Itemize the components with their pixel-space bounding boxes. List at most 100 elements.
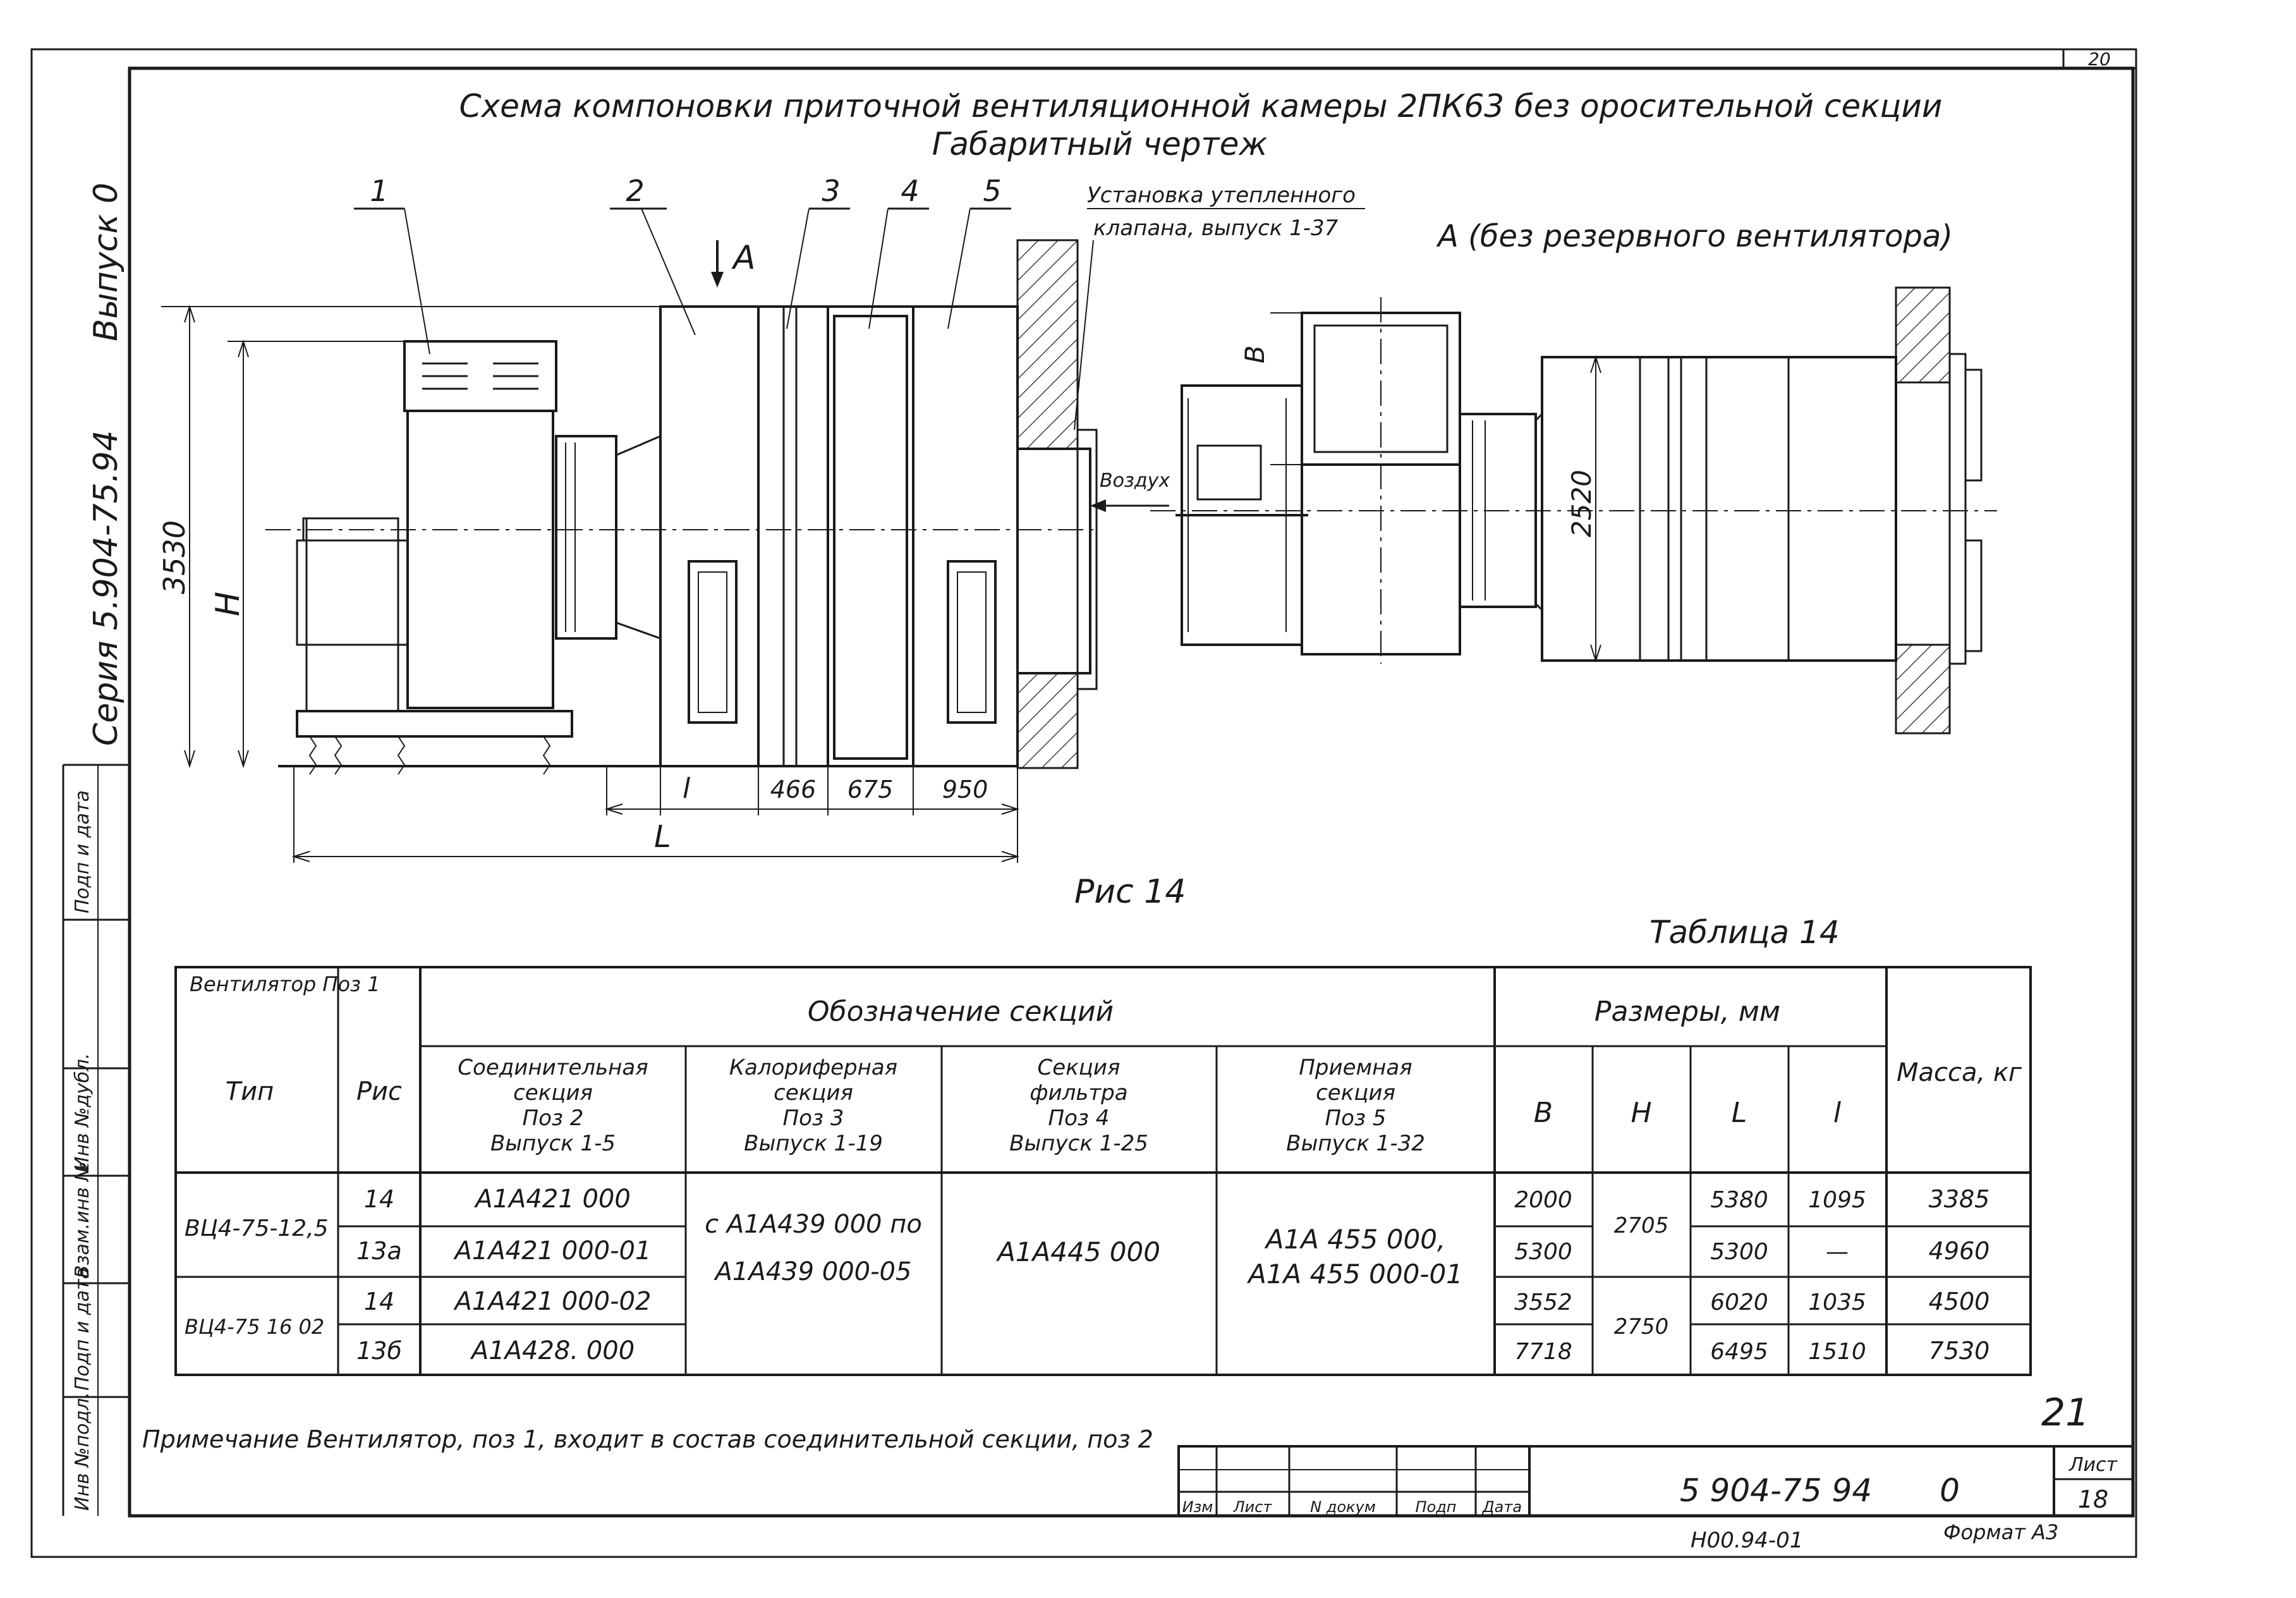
row2-fig: 13а: [356, 1237, 402, 1265]
format-label: Формат А3: [1943, 1520, 2058, 1544]
hdr-sec2-l1: Соединительная: [458, 1055, 648, 1080]
row3-l: 1035: [1808, 1290, 1866, 1315]
row4-B: 7718: [1514, 1339, 1572, 1365]
row2-B: 5300: [1514, 1239, 1572, 1265]
left-stamp-strip: Инв №подл. Подп и дата Взам.инв № Инв №д…: [62, 764, 130, 1516]
hdr-sec3-l3: Поз 3: [783, 1106, 844, 1131]
sheet-number-top: 20: [2088, 49, 2111, 70]
stamp-vzam-inv: Взам.инв №: [71, 1161, 94, 1278]
row3-sec2: А1А421 000-02: [453, 1287, 652, 1316]
series-label: Серия 5.904-75.94: [87, 430, 125, 746]
hdr-sec3-l2: секция: [774, 1080, 853, 1106]
row2-l: —: [1826, 1239, 1849, 1265]
view-a-wall-lower: [1895, 643, 1951, 735]
hdr-sec2-l4: Выпуск 1-5: [490, 1131, 616, 1156]
tb-col-ndokum: N докум: [1310, 1498, 1376, 1516]
hdr-sec4-l3: Поз 4: [1048, 1106, 1110, 1131]
dim-950: 950: [942, 776, 988, 803]
hdr-sec4-l4: Выпуск 1-25: [1009, 1131, 1148, 1156]
hdr-sec2-l2: секция: [513, 1080, 593, 1106]
hdr-sec5-l4: Выпуск 1-32: [1286, 1131, 1425, 1156]
tb-sheet-no: 18: [2078, 1485, 2108, 1513]
view-a: Воздух 2520 B: [1090, 286, 1997, 735]
note-text: Примечание Вентилятор, поз 1, входит в с…: [142, 1425, 1153, 1453]
hdr-sec5-l1: Приемная: [1299, 1055, 1412, 1080]
hdr-sec3-l1: Калориферная: [729, 1055, 897, 1080]
hdr-B: B: [1534, 1097, 1553, 1129]
sec4-value: А1А445 000: [995, 1236, 1160, 1267]
dim-l: l: [683, 772, 691, 805]
tb-col-data: Дата: [1482, 1498, 1522, 1516]
dim-H: H: [209, 592, 247, 616]
pos-label-1: 1: [370, 174, 388, 208]
view-a-title: А (без резервного вентилятора): [1436, 219, 1953, 254]
dim-466: 466: [770, 776, 817, 803]
hdr-sec5-l3: Поз 5: [1325, 1106, 1387, 1131]
inner-frame: [128, 66, 2135, 1518]
hdr-sec4-l1: Секция: [1038, 1055, 1121, 1080]
row4-L: 6495: [1710, 1339, 1768, 1365]
tb-col-podp: Подп: [1415, 1498, 1456, 1516]
row1-l: 1095: [1808, 1187, 1866, 1213]
inv-code: Н00.94-01: [1691, 1528, 1803, 1553]
valve-note-line1: Установка утепленного: [1087, 183, 1356, 208]
drawing-title: Схема компоновки приточной вентиляционно…: [459, 88, 1943, 125]
view-a-wall-upper: [1895, 286, 1951, 384]
tb-col-izm: Изм: [1182, 1498, 1213, 1516]
hdr-sec4-l2: фильтра: [1030, 1080, 1127, 1106]
fan-base-frame: [296, 710, 573, 738]
hdr-fig: Рис: [356, 1077, 402, 1106]
wall-lower: [1016, 672, 1079, 769]
hdr-sec5-l2: секция: [1316, 1080, 1395, 1106]
row4-mass: 7530: [1929, 1337, 1990, 1365]
stamp-inv-dubl: Инв №дубл.: [71, 1053, 94, 1171]
hdr-designation: Обозначение секций: [808, 996, 1114, 1028]
tb-issue: 0: [1940, 1472, 1960, 1509]
fan-inlet: [555, 435, 617, 640]
hdr-mass: Масса, кг: [1897, 1058, 2022, 1087]
pos-label-5: 5: [983, 174, 1001, 208]
hdr-L: L: [1732, 1097, 1747, 1129]
row1-mass: 3385: [1929, 1185, 1990, 1213]
dim-B: B: [1239, 345, 1270, 363]
view-arrow-a: А: [731, 239, 756, 277]
dim-3530: 3530: [157, 520, 191, 594]
spec-table: Вентилятор Поз 1 Тип Рис Обозначение сек…: [174, 966, 2032, 1376]
row3-fig: 14: [364, 1288, 394, 1315]
pos-label-2: 2: [626, 174, 644, 208]
sec3-range-l1: с А1А439 000 по: [705, 1210, 922, 1239]
fan-type-1: ВЦ4-75-12,5: [185, 1216, 329, 1241]
sec5-value-l2: А1А 455 000-01: [1246, 1259, 1463, 1290]
hdr-l: l: [1833, 1097, 1842, 1129]
stamp-inv-podl: Инв №подл.: [71, 1392, 94, 1511]
handwritten-number: 21: [2041, 1391, 2089, 1435]
top-sheet-box: [2062, 48, 2137, 70]
row4-l: 1510: [1808, 1339, 1866, 1365]
stamp-podp-data-1: Подп и дата: [71, 1267, 94, 1391]
access-door-2: [688, 560, 738, 724]
valve-frame: [1016, 448, 1091, 674]
dim-675: 675: [847, 776, 894, 803]
hdr-sizes: Размеры, мм: [1594, 996, 1780, 1028]
sections-body: [659, 305, 1019, 767]
hdr-fan: Вентилятор Поз 1: [190, 972, 380, 996]
vypusk-label: Выпуск 0: [87, 183, 125, 341]
pos-label-4: 4: [901, 174, 919, 208]
row1-fig: 14: [364, 1185, 394, 1213]
row3-L: 6020: [1710, 1290, 1768, 1315]
row1-sec2: А1А421 000: [473, 1185, 631, 1214]
drawing-subtitle: Габаритный чертеж: [932, 126, 1268, 162]
valve-note-line2: клапана, выпуск 1-37: [1093, 216, 1339, 241]
table-caption: Таблица 14: [1649, 914, 1840, 951]
fan-type-2: ВЦ4-75 16 02: [185, 1315, 324, 1339]
row3-B: 3552: [1514, 1290, 1572, 1315]
sec3-range-l2: А1А439 000-05: [714, 1257, 912, 1286]
H-value-1: 2705: [1614, 1213, 1669, 1238]
sec5-value-l1: А1А 455 000,: [1264, 1224, 1446, 1255]
figure-caption: Рис 14: [1074, 873, 1186, 911]
hdr-sec2-l3: Поз 2: [523, 1106, 584, 1131]
row3-mass: 4500: [1929, 1288, 1990, 1315]
access-door-5: [947, 560, 997, 724]
dim-L: L: [654, 819, 671, 855]
